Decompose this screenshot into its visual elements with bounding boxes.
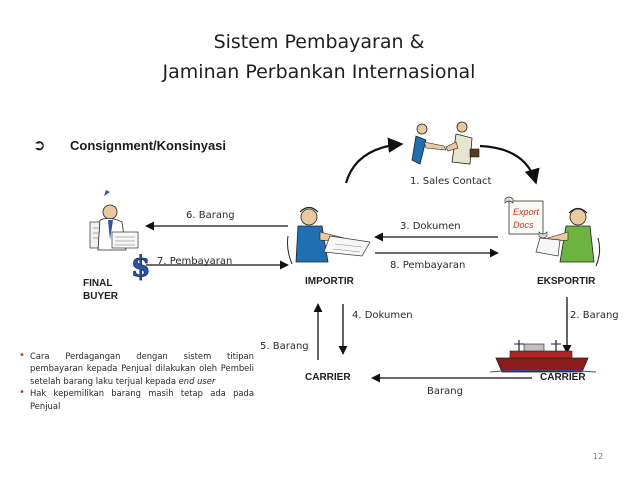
label-dokumen-3: 3. Dokumen <box>400 221 461 232</box>
node-importir: IMPORTIR <box>305 276 354 287</box>
label-barang-6: 6. Barang <box>186 210 235 221</box>
label-sales-contact: 1. Sales Contact <box>410 176 492 187</box>
handshake-icon <box>411 121 480 165</box>
title-line-1: Sistem Pembayaran & <box>213 31 425 53</box>
bullet-1-italic: end user <box>178 375 216 386</box>
label-barang-2: 2. Barang <box>570 310 619 321</box>
label-barang-5: 5. Barang <box>260 341 309 352</box>
node-final-buyer-line-2: BUYER <box>83 291 119 302</box>
ship-icon <box>489 340 597 373</box>
bullet-item: Hak kepemilikan barang masih tetap ada p… <box>19 387 254 412</box>
svg-text:$: $ <box>131 250 150 283</box>
bullet-item: Cara Perdagangan dengan sistem titipan p… <box>19 350 254 387</box>
node-final-buyer-line-1: FINAL <box>83 278 113 289</box>
final-buyer-icon <box>89 190 139 251</box>
label-pembayaran-7: 7. Pembayaran <box>157 256 233 267</box>
label-barang: Barang <box>427 386 463 397</box>
sales-contact-arc-left <box>344 137 404 184</box>
importir-icon <box>287 206 371 265</box>
page-number: 12 <box>593 452 604 461</box>
export-docs-line-1: Export <box>513 207 540 217</box>
dollar-icon: $ <box>131 250 151 284</box>
eksportir-icon <box>535 207 601 267</box>
node-carrier-left: CARRIER <box>305 372 351 383</box>
export-docs-icon <box>504 196 548 239</box>
sales-contact-arc-right <box>479 144 540 185</box>
curved-arrow-icon: ➲ <box>33 136 46 154</box>
bullet-1-text: Cara Perdagangan dengan sistem titipan p… <box>30 351 254 386</box>
bullet-list: Cara Perdagangan dengan sistem titipan p… <box>19 350 254 412</box>
node-eksportir: EKSPORTIR <box>537 276 596 287</box>
export-docs-line-2: Docs <box>513 220 534 230</box>
section-heading: Consignment/Konsinyasi <box>70 138 227 153</box>
title-line-2: Jaminan Perbankan Internasional <box>162 61 476 83</box>
label-dokumen-4: 4. Dokumen <box>352 310 413 321</box>
label-pembayaran-8: 8. Pembayaran <box>390 260 466 271</box>
node-carrier-right: CARRIER <box>540 372 586 383</box>
bullet-2-text: Hak kepemilikan barang masih tetap ada p… <box>30 388 254 411</box>
